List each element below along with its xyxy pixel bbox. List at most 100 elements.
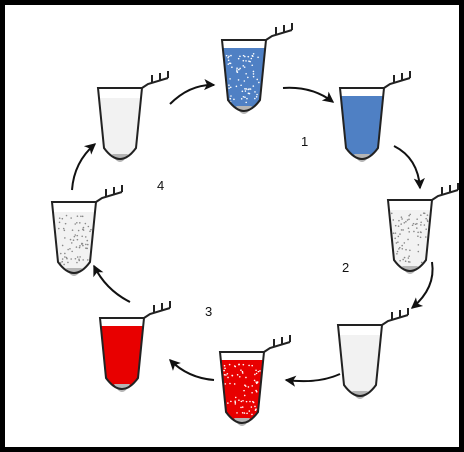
speckle bbox=[417, 231, 419, 234]
speckle bbox=[407, 257, 410, 259]
speckle bbox=[420, 261, 423, 264]
speckle bbox=[254, 91, 256, 93]
speckle bbox=[256, 93, 258, 96]
speckle bbox=[61, 258, 64, 260]
speckle bbox=[423, 224, 426, 226]
speckle bbox=[244, 385, 247, 387]
speckle bbox=[419, 236, 422, 239]
speckle bbox=[243, 412, 246, 414]
speckle bbox=[255, 95, 258, 98]
step-label-4: 4 bbox=[157, 178, 164, 193]
speckle bbox=[227, 59, 230, 62]
tube-blue-clear bbox=[338, 71, 411, 162]
speckle bbox=[236, 373, 239, 376]
speckle bbox=[254, 373, 256, 376]
speckle bbox=[234, 401, 237, 404]
speckle bbox=[392, 219, 395, 221]
arrow-1 bbox=[282, 86, 335, 103]
speckle bbox=[417, 250, 420, 253]
speckle bbox=[244, 55, 246, 58]
speckle bbox=[416, 222, 418, 225]
speckle bbox=[251, 391, 253, 394]
speckle bbox=[224, 383, 227, 385]
speckle bbox=[248, 364, 250, 367]
speckle bbox=[228, 55, 230, 58]
speckle bbox=[241, 406, 244, 408]
speckle bbox=[240, 406, 242, 409]
speckle bbox=[247, 55, 250, 58]
speckle bbox=[239, 55, 241, 58]
speckle bbox=[405, 220, 407, 223]
speckle bbox=[76, 261, 78, 264]
tube-cap bbox=[141, 71, 169, 89]
speckle bbox=[70, 242, 73, 244]
speckle bbox=[74, 257, 77, 260]
tube-cap bbox=[95, 185, 123, 203]
speckle bbox=[248, 410, 251, 412]
speckle bbox=[81, 228, 84, 231]
speckle bbox=[234, 396, 237, 399]
speckle bbox=[252, 73, 255, 75]
tube-outline bbox=[386, 199, 434, 272]
speckle bbox=[240, 84, 242, 87]
tube-outline bbox=[98, 317, 146, 390]
speckle bbox=[412, 222, 415, 225]
speckle bbox=[74, 234, 77, 236]
speckle bbox=[252, 52, 255, 55]
speckle bbox=[64, 237, 66, 239]
speckle bbox=[425, 236, 427, 238]
speckle bbox=[403, 221, 406, 224]
speckle bbox=[228, 87, 230, 89]
speckle bbox=[257, 370, 260, 373]
speckle bbox=[241, 90, 244, 93]
speckle bbox=[76, 256, 79, 258]
speckle bbox=[84, 236, 87, 238]
speckle bbox=[417, 235, 419, 238]
speckle bbox=[247, 92, 250, 95]
speckle bbox=[82, 226, 85, 229]
speckle bbox=[248, 60, 250, 62]
tube-red-clear bbox=[98, 301, 171, 392]
speckle bbox=[66, 257, 68, 260]
speckle bbox=[229, 62, 232, 65]
speckle bbox=[413, 230, 415, 233]
speckle bbox=[426, 214, 429, 216]
speckle bbox=[227, 402, 229, 404]
speckle bbox=[229, 78, 231, 80]
speckle bbox=[251, 385, 254, 387]
speckle bbox=[61, 260, 64, 263]
speckle bbox=[252, 400, 254, 403]
step-label-2: 2 bbox=[342, 260, 349, 275]
speckle bbox=[70, 217, 72, 219]
speckle bbox=[65, 214, 68, 217]
speckle bbox=[252, 85, 255, 87]
tube-white-speckled-right bbox=[386, 183, 459, 274]
speckle bbox=[242, 59, 245, 62]
speckle bbox=[420, 231, 422, 234]
speckle bbox=[254, 409, 257, 412]
arrow-6 bbox=[93, 264, 131, 303]
speckle bbox=[416, 227, 418, 229]
arrow-5 bbox=[169, 359, 215, 381]
speckle bbox=[72, 239, 75, 241]
speckle bbox=[64, 252, 66, 255]
speckle bbox=[245, 376, 247, 379]
speckle bbox=[242, 65, 245, 67]
speckle bbox=[249, 60, 251, 63]
speckle bbox=[231, 374, 234, 377]
speckle bbox=[230, 400, 232, 403]
tube-outline bbox=[96, 87, 144, 160]
tube-liquid bbox=[341, 96, 383, 159]
speckle bbox=[76, 222, 78, 224]
speckle bbox=[76, 238, 79, 241]
speckle bbox=[238, 399, 240, 401]
speckle bbox=[89, 230, 91, 233]
speckle bbox=[86, 247, 88, 250]
speckle bbox=[255, 391, 258, 393]
speckle bbox=[227, 376, 229, 379]
speckle bbox=[67, 248, 69, 251]
speckle bbox=[81, 235, 83, 238]
speckle bbox=[242, 363, 245, 366]
speckle bbox=[61, 217, 64, 220]
speckle bbox=[390, 212, 393, 215]
